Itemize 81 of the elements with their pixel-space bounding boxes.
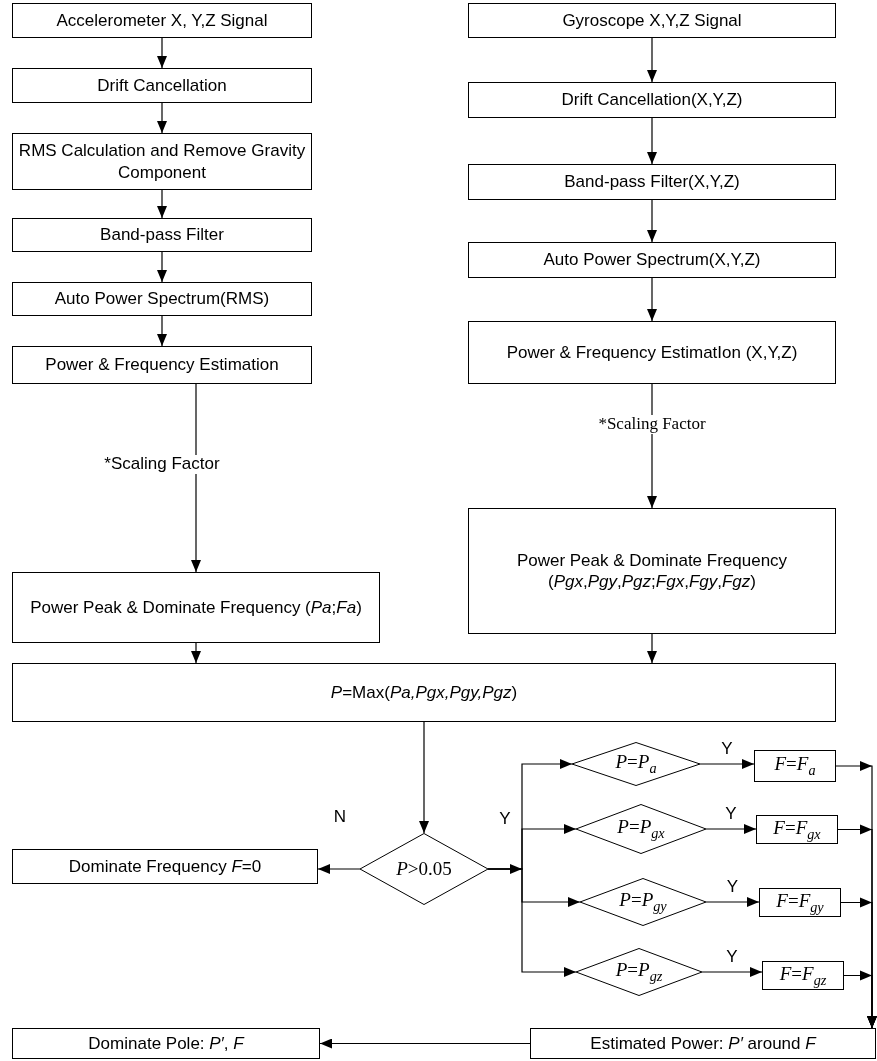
box-label: Power & Frequency EstimatIon (X,Y,Z) (505, 341, 799, 364)
result-box (756, 815, 838, 844)
process-box (12, 218, 312, 252)
box-label: Power Peak & Dominate Frequency (Pgx,Pgy,Pgz;Fgx,Fgy,Fgz) (515, 549, 789, 593)
box-label: Accelerometer X, Y,Z Signal (55, 9, 269, 32)
process-box (468, 82, 836, 118)
box-label: P=P$_{gz}$ (614, 958, 664, 986)
box-label: Band-pass Filter (99, 224, 225, 246)
box-label: Power Peak & Dominate Frequency (Pa;Fa) (29, 596, 363, 619)
box-label: P>0.05 (395, 857, 453, 881)
box-label: Auto Power Spectrum(RMS) (53, 288, 271, 310)
edge-label: N (332, 808, 348, 827)
box-label: Auto Power Spectrum(X,Y,Z) (542, 249, 762, 271)
arrow (157, 102, 167, 134)
arrow (705, 824, 757, 834)
arrow (157, 189, 167, 219)
box-label: F=F$_{gz}$ (778, 961, 828, 990)
result-box (754, 750, 836, 782)
arrow (191, 642, 201, 664)
edge-label: Y (725, 948, 739, 967)
decision-diamond (576, 804, 706, 854)
box-label: F=F$_{gy}$ (775, 888, 825, 917)
arrow (699, 759, 755, 769)
arrow (647, 277, 657, 322)
process-box (468, 164, 836, 200)
box-label: RMS Calculation and Remove Gravity Component (17, 140, 307, 183)
box-label: Gyroscope X,Y,Z Signal (561, 9, 743, 32)
process-box (12, 572, 380, 643)
box-label: Drift Cancellation(X,Y,Z) (560, 89, 744, 111)
box-label: Drift Cancellation (96, 74, 228, 97)
arrow (319, 1038, 531, 1049)
decision-diamond (580, 878, 706, 926)
process-box (468, 508, 836, 634)
box-label: F=F$_{gx}$ (772, 815, 822, 844)
process-box (468, 3, 836, 38)
arrow (191, 383, 201, 573)
decision-diamond (360, 833, 488, 905)
arrow (647, 117, 657, 165)
arrow (647, 199, 657, 243)
arrow (157, 37, 167, 69)
box-label: P=P$_{a}$ (614, 750, 658, 778)
arrow (705, 897, 760, 907)
decision-diamond (572, 742, 700, 786)
box-label: P=P$_{gy}$ (618, 888, 668, 916)
process-box (530, 1028, 876, 1059)
process-box (12, 1028, 320, 1059)
arrow (647, 633, 657, 664)
box-label: Dominate Pole: P′, F (87, 1032, 246, 1055)
process-box (468, 321, 836, 384)
box-label: P=P$_{gx}$ (616, 815, 666, 843)
result-box (762, 961, 844, 990)
decision-diamond (576, 948, 702, 996)
box-label: Power & Frequency Estimation (44, 354, 280, 376)
edge-label: Y (724, 805, 738, 824)
process-box (12, 68, 312, 103)
box-label: Dominate Frequency F=0 (67, 855, 263, 878)
edge-label: *Scaling Factor (596, 415, 708, 434)
arrow (317, 864, 361, 874)
edge-label: Y (725, 878, 740, 897)
process-box (12, 663, 836, 722)
edge-label: *Scaling Factor (102, 455, 222, 474)
process-box (468, 242, 836, 278)
arrow (157, 315, 167, 347)
box-label: Estimated Power: P′ around F (589, 1032, 818, 1055)
arrow (419, 721, 429, 834)
edge-label: Y (498, 810, 512, 829)
process-box (12, 133, 312, 190)
box-label: F=F$_{a}$ (773, 752, 817, 780)
arrow (487, 868, 577, 977)
arrow (701, 967, 763, 977)
process-box (12, 282, 312, 316)
result-box (759, 888, 841, 917)
process-box (12, 3, 312, 38)
edge-label: Y (720, 740, 734, 759)
arrow (647, 37, 657, 83)
box-label: P=Max(Pa,Pgx,Pgy,Pgz) (329, 681, 519, 704)
arrow (157, 251, 167, 283)
arrow (843, 974, 877, 1029)
process-box (12, 849, 318, 884)
box-label: Band-pass Filter(X,Y,Z) (563, 171, 741, 193)
process-box (12, 346, 312, 384)
